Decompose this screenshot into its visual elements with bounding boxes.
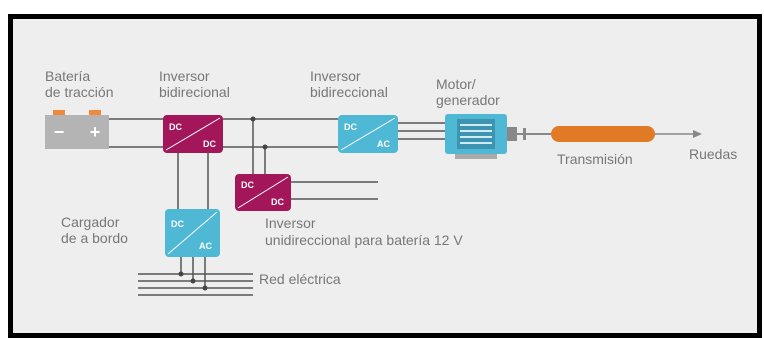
traction-battery-icon: − +	[45, 110, 109, 149]
battery-terminal-neg	[53, 110, 65, 115]
junction-dot	[250, 116, 256, 122]
dc-dc-converter-main: DC DC	[163, 115, 223, 153]
arrow-right-icon	[693, 130, 702, 138]
junction-dot	[178, 271, 184, 277]
onboard-charger-block: DC AC	[165, 209, 220, 257]
block-label-bottom: DC	[271, 197, 284, 207]
battery-plus-symbol: +	[90, 122, 101, 142]
transmission-shaft	[551, 126, 702, 142]
dc-ac-inverter-main: DC AC	[338, 115, 398, 153]
unidirectional-inverter-label: Inversor unidireccional para batería 12 …	[265, 215, 463, 248]
dc-dc-converter-12v: DC DC	[235, 174, 291, 211]
battery-terminal-pos	[89, 110, 101, 115]
block-label-top: DC	[241, 180, 254, 190]
motor-generator-label: Motor/ generador	[436, 76, 500, 108]
powertrain-diagram: − + DC DC DC AC DC DC DC AC	[45, 68, 737, 296]
onboard-charger-label: Cargador de a bordo	[61, 214, 128, 246]
grid-label: Red eléctrica	[259, 271, 341, 287]
junction-dot	[262, 144, 268, 150]
diagram-frame: − + DC DC DC AC DC DC DC AC	[8, 14, 762, 338]
block-label-bottom: AC	[199, 241, 212, 251]
block-label-bottom: AC	[377, 139, 390, 149]
transmission-label: Transmisión	[557, 151, 633, 167]
block-label-top: DC	[169, 122, 182, 132]
battery-minus-symbol: −	[54, 122, 65, 142]
block-label-top: DC	[171, 219, 184, 229]
battery-body	[45, 115, 109, 149]
junction-dot	[202, 285, 208, 291]
junction-dot	[190, 278, 196, 284]
block-label-bottom: DC	[203, 139, 216, 149]
battery-label: Batería de tracción	[45, 68, 113, 100]
wheels-label: Ruedas	[689, 146, 737, 162]
motor-generator-icon	[445, 114, 551, 159]
bidirectional-ac-inverter-label: Inversor bidireccional	[310, 68, 388, 100]
junction-dots	[178, 116, 268, 291]
block-label-top: DC	[344, 122, 357, 132]
bidirectional-dc-inverter-label: Inversor bidirecional	[159, 68, 230, 100]
